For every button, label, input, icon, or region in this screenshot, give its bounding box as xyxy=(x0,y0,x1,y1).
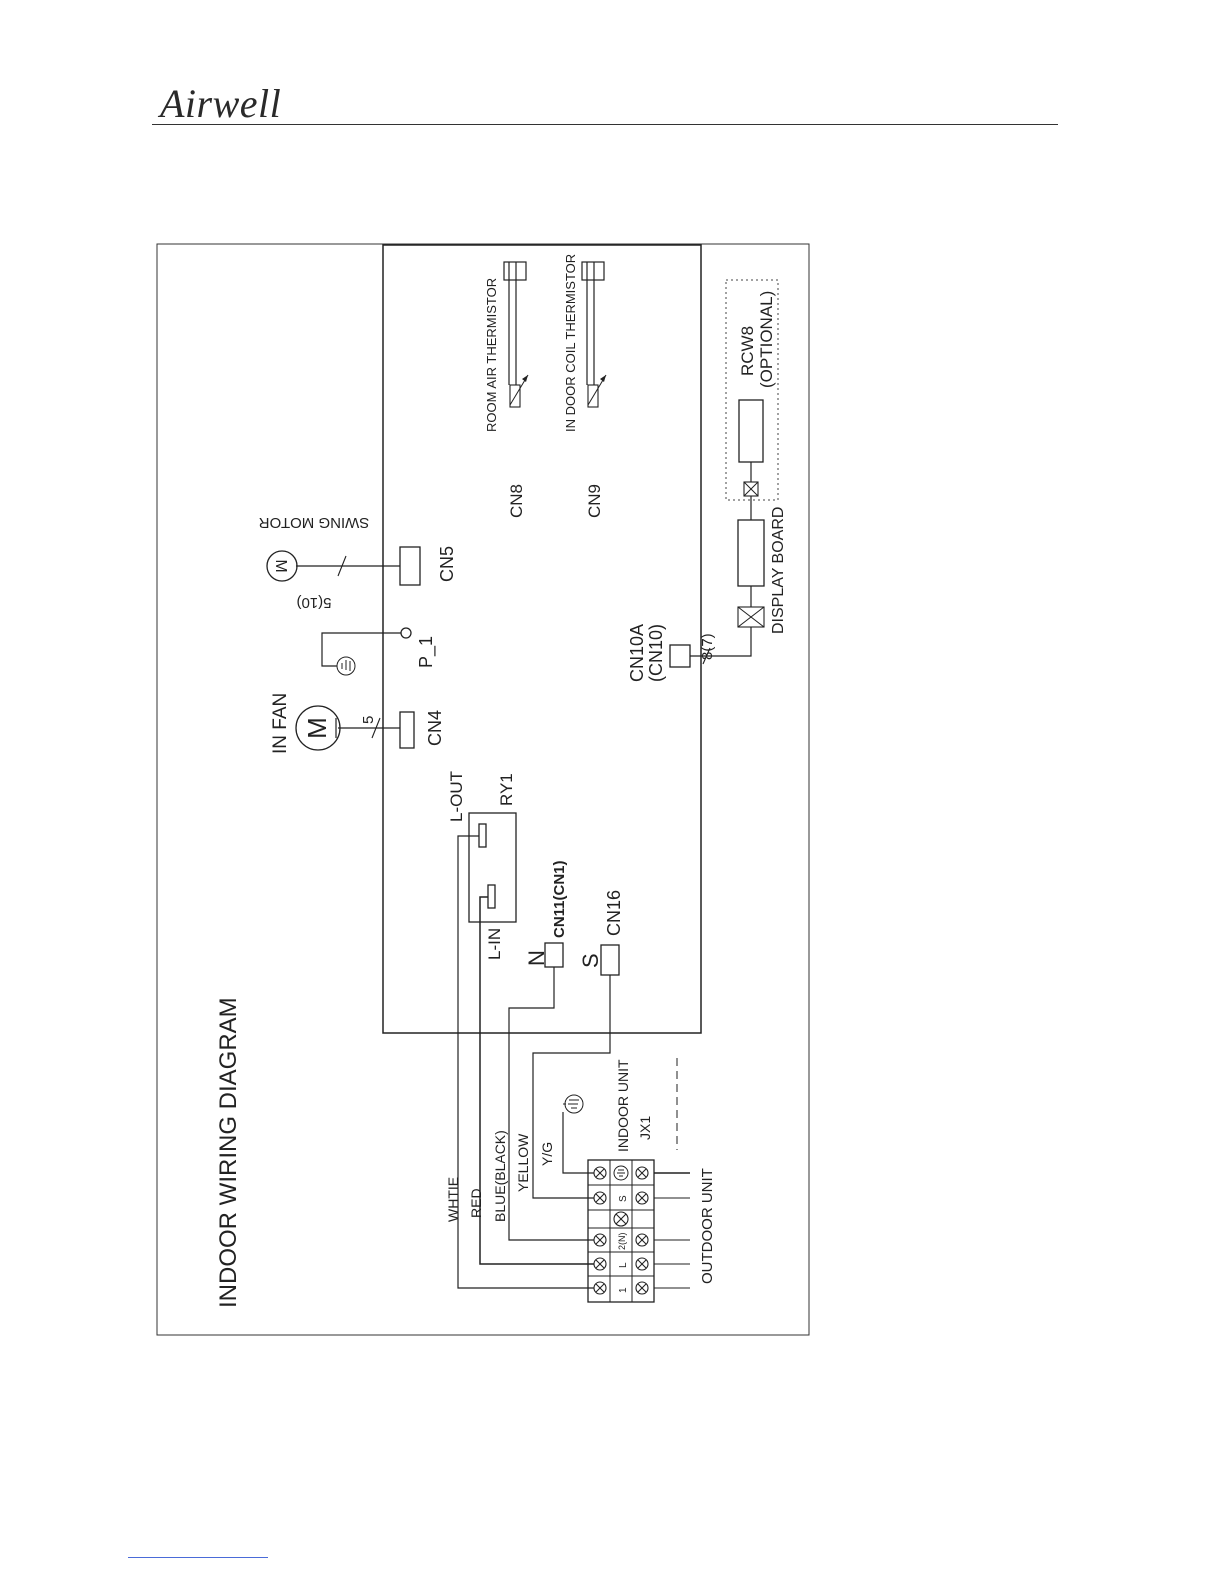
display-board-connector xyxy=(738,607,764,627)
terminal-block-jx1 xyxy=(588,1160,654,1302)
rcw8-label: RCW8 xyxy=(738,326,757,376)
swing-wires-label: 5(10) xyxy=(296,594,331,611)
cn10-wires-label: 8(7) xyxy=(699,633,716,660)
wire-white xyxy=(458,836,594,1288)
in-fan-label: IN FAN xyxy=(270,693,291,754)
wire-yg xyxy=(563,1112,594,1173)
swing-motor-m: M xyxy=(272,559,289,572)
l-out-terminal xyxy=(479,824,486,847)
p1-ground-icon xyxy=(337,657,355,675)
wire-yg-label: Y/G xyxy=(539,1142,555,1166)
terminal-1-label: 1 xyxy=(618,1287,629,1293)
rcw8-connector xyxy=(744,482,758,496)
p1-terminal xyxy=(401,628,411,638)
cn9-label: CN9 xyxy=(585,484,604,518)
terminal-2n-label: 2(N) xyxy=(617,1232,627,1250)
ry1-label: RY1 xyxy=(497,773,516,806)
cn4-label: CN4 xyxy=(425,710,445,746)
fan-wires-label: 5 xyxy=(360,716,377,724)
wire-red-label: RED xyxy=(468,1188,484,1218)
l-out-label: L-OUT xyxy=(447,771,466,822)
wire-blue-label: BLUE(BLACK) xyxy=(492,1130,508,1222)
terminal-l-label: L xyxy=(618,1262,629,1268)
indoor-coil-thermistor-label: IN DOOR COIL THERMISTOR xyxy=(563,254,578,432)
jx1-label: JX1 xyxy=(637,1116,653,1140)
swing-motor-label: SWING MOTOR xyxy=(259,514,370,531)
outdoor-unit-label: OUTDOOR UNIT xyxy=(699,1168,716,1284)
cn16-connector xyxy=(601,945,619,975)
indoor-unit-label: INDOOR UNIT xyxy=(615,1059,631,1152)
p1-label: P_1 xyxy=(416,636,437,668)
optional-label: (OPTIONAL) xyxy=(757,291,776,388)
terminal-screws xyxy=(594,1167,648,1294)
cn5-label: CN5 xyxy=(437,546,457,582)
fan-motor-m: M xyxy=(302,717,332,739)
display-board xyxy=(738,520,764,586)
diagram-title: INDOOR WIRING DIAGRAM xyxy=(215,997,242,1308)
footer-link-rule xyxy=(128,1557,268,1558)
cn4-connector xyxy=(400,712,414,748)
room-air-thermistor xyxy=(504,262,528,407)
cn5-connector xyxy=(400,547,420,585)
cn8-label: CN8 xyxy=(507,484,526,518)
outdoor-leads xyxy=(654,1173,690,1288)
rcw8-module xyxy=(739,400,763,462)
cn10a-connector xyxy=(670,645,690,667)
wire-yellow-label: YELLOW xyxy=(515,1133,531,1192)
wire-blue xyxy=(509,967,594,1240)
display-board-label: DISPLAY BOARD xyxy=(770,507,787,634)
room-air-thermistor-label: ROOM AIR THERMISTOR xyxy=(484,278,499,432)
terminal-s-label: S xyxy=(618,1195,629,1202)
wire-white-label: WHTIE xyxy=(445,1177,461,1222)
l-in-label: L-IN xyxy=(485,928,504,960)
indoor-ground-icon xyxy=(563,1095,583,1113)
cn11-label: CN11(CN1) xyxy=(551,860,568,938)
indoor-coil-thermistor xyxy=(582,262,606,407)
terminal-ground-icon xyxy=(614,1166,628,1180)
cn16-label: CN16 xyxy=(604,890,624,936)
s-label: S xyxy=(578,953,603,968)
l-in-terminal xyxy=(488,885,495,908)
cn10-label: (CN10) xyxy=(646,624,666,682)
cn10a-label: CN10A xyxy=(627,624,647,682)
